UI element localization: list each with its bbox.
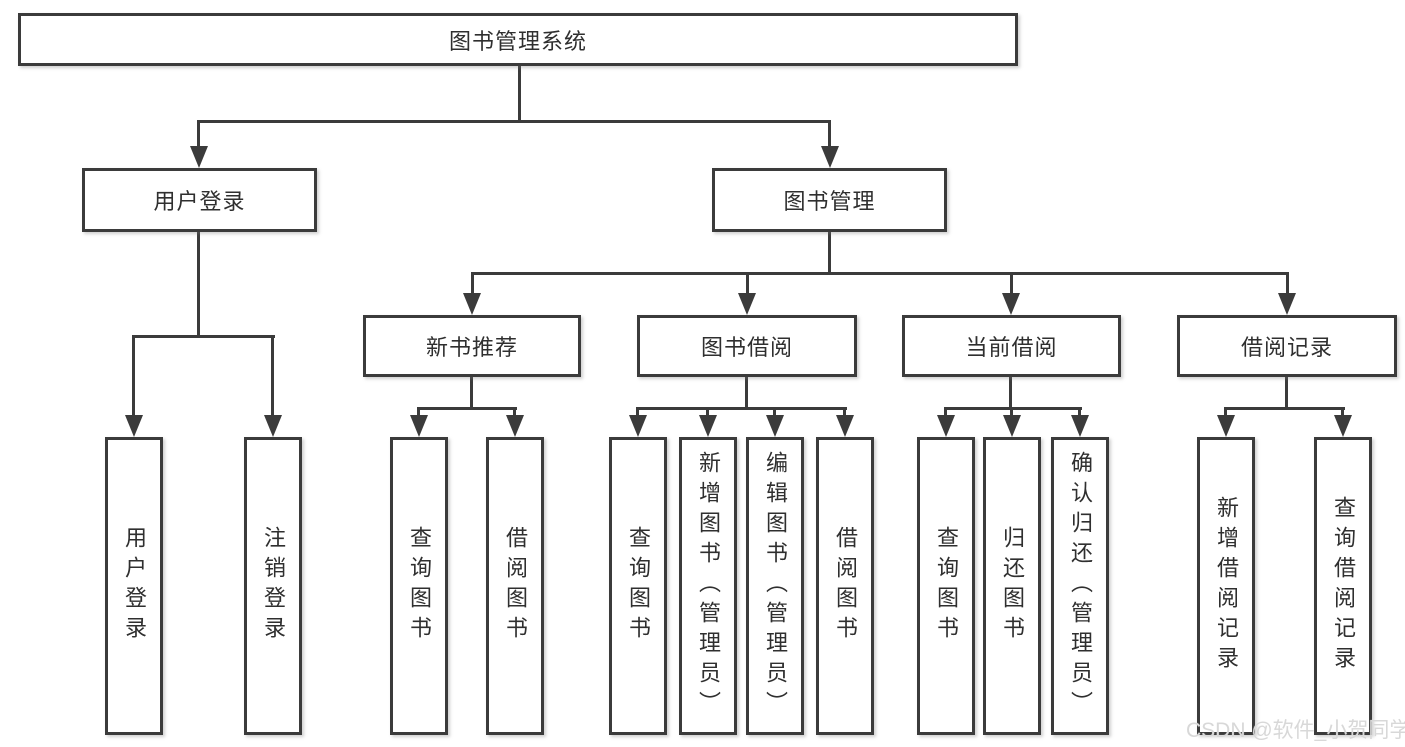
leaf-borrow-books-label: 借阅图书 bbox=[833, 526, 858, 646]
arrow-down-icon bbox=[1003, 415, 1021, 437]
node-root-label: 图书管理系统 bbox=[448, 28, 587, 54]
connector-line bbox=[1010, 272, 1013, 297]
connector-line bbox=[417, 407, 517, 410]
connector-line bbox=[271, 335, 274, 419]
leaf-add-books-admin: 新增图书（管理员） bbox=[679, 437, 737, 735]
node-book-borrowing: 图书借阅 bbox=[637, 315, 857, 377]
connector-line bbox=[773, 407, 776, 419]
node-new-book-recommendation-label: 新书推荐 bbox=[425, 335, 518, 360]
connector-line bbox=[828, 232, 831, 275]
connector-line bbox=[417, 407, 420, 419]
node-user-login-label: 用户登录 bbox=[153, 189, 246, 214]
connector-line bbox=[197, 232, 200, 338]
connector-line bbox=[470, 377, 473, 410]
leaf-user-login-label: 用户登录 bbox=[122, 526, 147, 646]
csdn-watermark: CSDN @软件_小贺同学 bbox=[1186, 719, 1405, 742]
leaf-logout: 注销登录 bbox=[244, 437, 302, 735]
node-book-management-label: 图书管理 bbox=[783, 189, 876, 214]
node-new-book-recommendation: 新书推荐 bbox=[363, 315, 581, 377]
node-root: 图书管理系统 bbox=[18, 13, 1018, 66]
arrow-down-icon bbox=[125, 415, 143, 437]
connector-line bbox=[471, 272, 474, 297]
leaf-logout-label: 注销登录 bbox=[261, 526, 286, 646]
leaf-borrow-books-recommend: 借阅图书 bbox=[486, 437, 544, 735]
arrow-down-icon bbox=[699, 415, 717, 437]
leaf-add-borrow-record-label: 新增借阅记录 bbox=[1214, 496, 1239, 676]
connector-line bbox=[1285, 377, 1288, 410]
arrow-down-icon bbox=[506, 415, 524, 437]
connector-line bbox=[197, 120, 200, 148]
leaf-edit-books-admin-label: 编辑图书（管理员） bbox=[763, 451, 788, 721]
connector-line bbox=[746, 272, 749, 297]
connector-line bbox=[636, 407, 847, 410]
connector-line bbox=[706, 407, 709, 419]
leaf-user-login: 用户登录 bbox=[105, 437, 163, 735]
leaf-query-borrow-record-label: 查询借阅记录 bbox=[1331, 496, 1356, 676]
arrow-down-icon bbox=[1071, 415, 1089, 437]
leaf-borrow-books: 借阅图书 bbox=[816, 437, 874, 735]
leaf-edit-books-admin: 编辑图书（管理员） bbox=[746, 437, 804, 735]
connector-line bbox=[828, 120, 831, 148]
node-borrowing-records-label: 借阅记录 bbox=[1240, 335, 1333, 360]
connector-line bbox=[843, 407, 846, 419]
arrow-down-icon bbox=[629, 415, 647, 437]
connector-line bbox=[636, 407, 639, 419]
connector-line bbox=[1009, 377, 1012, 410]
connector-line bbox=[944, 407, 1082, 410]
connector-line bbox=[944, 407, 947, 419]
connector-line bbox=[197, 120, 831, 123]
node-book-management: 图书管理 bbox=[712, 168, 947, 232]
leaf-query-books-borrowing: 查询图书 bbox=[609, 437, 667, 735]
node-current-borrowing-label: 当前借阅 bbox=[965, 335, 1058, 360]
connector-line bbox=[745, 377, 748, 410]
arrow-down-icon bbox=[463, 293, 481, 315]
node-borrowing-records: 借阅记录 bbox=[1177, 315, 1397, 377]
connector-line bbox=[1341, 407, 1344, 419]
leaf-borrow-books-recommend-label: 借阅图书 bbox=[503, 526, 528, 646]
leaf-return-books: 归还图书 bbox=[983, 437, 1041, 735]
arrow-down-icon bbox=[1334, 415, 1352, 437]
leaf-query-books-recommend: 查询图书 bbox=[390, 437, 448, 735]
arrow-down-icon bbox=[410, 415, 428, 437]
arrow-down-icon bbox=[264, 415, 282, 437]
leaf-confirm-return-admin-label: 确认归还（管理员） bbox=[1068, 451, 1093, 721]
arrow-down-icon bbox=[738, 293, 756, 315]
leaf-query-borrow-record: 查询借阅记录 bbox=[1314, 437, 1372, 735]
leaf-query-books-current: 查询图书 bbox=[917, 437, 975, 735]
arrow-down-icon bbox=[1002, 293, 1020, 315]
leaf-add-books-admin-label: 新增图书（管理员） bbox=[696, 451, 721, 721]
leaf-query-books-current-label: 查询图书 bbox=[934, 526, 959, 646]
node-user-login: 用户登录 bbox=[82, 168, 317, 232]
connector-line bbox=[513, 407, 516, 419]
arrow-down-icon bbox=[836, 415, 854, 437]
leaf-return-books-label: 归还图书 bbox=[1000, 526, 1025, 646]
arrow-down-icon bbox=[766, 415, 784, 437]
arrow-down-icon bbox=[821, 146, 839, 168]
connector-line bbox=[1224, 407, 1345, 410]
connector-line bbox=[471, 272, 1289, 275]
connector-line bbox=[1224, 407, 1227, 419]
arrow-down-icon bbox=[937, 415, 955, 437]
connector-line bbox=[1078, 407, 1081, 419]
leaf-query-books-recommend-label: 查询图书 bbox=[407, 526, 432, 646]
arrow-down-icon bbox=[190, 146, 208, 168]
leaf-add-borrow-record: 新增借阅记录 bbox=[1197, 437, 1255, 735]
arrow-down-icon bbox=[1217, 415, 1235, 437]
leaf-confirm-return-admin: 确认归还（管理员） bbox=[1051, 437, 1109, 735]
connector-line bbox=[1010, 407, 1013, 419]
connector-line bbox=[1286, 272, 1289, 297]
connector-line bbox=[133, 335, 275, 338]
node-current-borrowing: 当前借阅 bbox=[902, 315, 1121, 377]
leaf-query-books-borrowing-label: 查询图书 bbox=[626, 526, 651, 646]
node-book-borrowing-label: 图书借阅 bbox=[700, 335, 793, 360]
connector-line bbox=[518, 66, 521, 123]
arrow-down-icon bbox=[1278, 293, 1296, 315]
connector-line bbox=[132, 335, 135, 419]
